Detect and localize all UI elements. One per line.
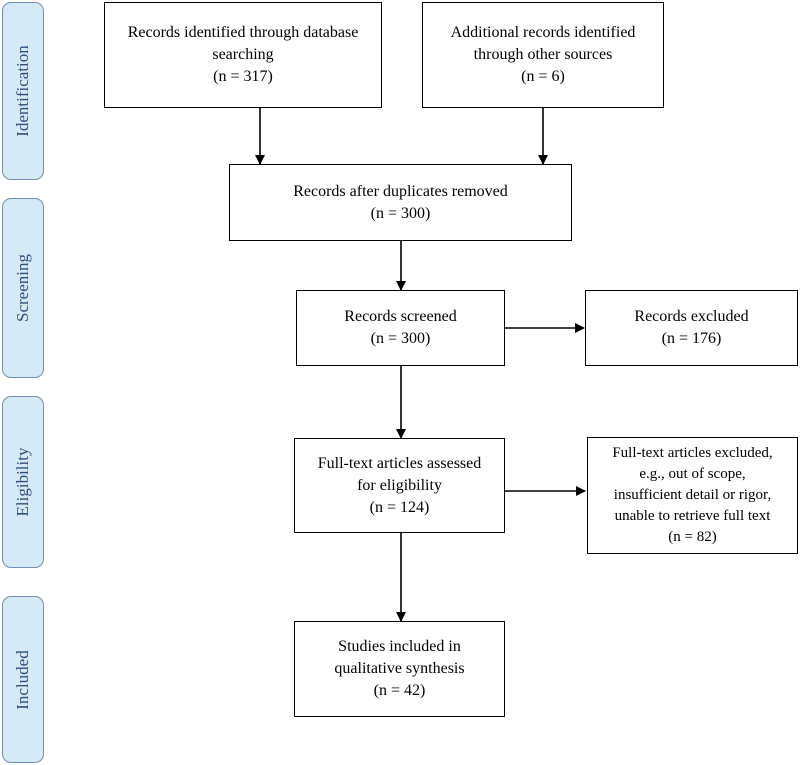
db-search-box: Records identified through database sear… xyxy=(104,2,382,108)
included-line1: Studies included in xyxy=(338,638,461,655)
screened-count: (n = 300) xyxy=(370,330,431,347)
phase-identification: Identification xyxy=(2,2,44,180)
screened-box: Records screened (n = 300) xyxy=(296,290,505,366)
duplicates-removed-line1: Records after duplicates removed xyxy=(293,182,508,200)
included-line2: qualitative synthesis xyxy=(334,660,465,677)
included-box: Studies included in qualitative synthesi… xyxy=(294,621,505,717)
screened-line1: Records screened xyxy=(344,308,457,325)
db-search-line1: Records identified through database xyxy=(127,24,359,41)
phase-included: Included xyxy=(2,596,44,763)
db-search-line2: searching xyxy=(212,46,274,63)
phase-eligibility: Eligibility xyxy=(2,396,44,568)
other-sources-line1: Additional records identified xyxy=(450,24,636,41)
fulltext-excluded-line2: e.g., out of scope, xyxy=(639,466,746,482)
other-sources-line2: through other sources xyxy=(473,46,613,63)
excluded-box: Records excluded (n = 176) xyxy=(585,290,798,366)
fulltext-excluded-line3: insufficient detail or rigor, xyxy=(613,487,772,503)
db-search-count: (n = 317) xyxy=(213,68,273,85)
excluded-count: (n = 176) xyxy=(661,330,722,347)
other-sources-count: (n = 6) xyxy=(521,68,565,85)
duplicates-removed-count: (n = 300) xyxy=(370,204,431,222)
fulltext-assessed-box: Full-text articles assessed for eligibil… xyxy=(294,438,505,533)
fulltext-excluded-box: Full-text articles excluded, e.g., out o… xyxy=(587,437,798,554)
fulltext-assessed-count: (n = 124) xyxy=(369,498,430,516)
other-sources-box: Additional records identified through ot… xyxy=(422,2,664,108)
fulltext-excluded-line4: unable to retrieve full text xyxy=(614,508,771,524)
phase-screening: Screening xyxy=(2,198,44,378)
excluded-line1: Records excluded xyxy=(634,308,749,325)
fulltext-excluded-line1: Full-text articles excluded, xyxy=(612,445,773,461)
duplicates-removed-box: Records after duplicates removed (n = 30… xyxy=(229,164,572,241)
fulltext-assessed-line2: for eligibility xyxy=(357,476,442,494)
fulltext-assessed-line1: Full-text articles assessed xyxy=(317,454,482,472)
included-count: (n = 42) xyxy=(373,682,426,699)
fulltext-excluded-count: (n = 82) xyxy=(668,529,717,545)
